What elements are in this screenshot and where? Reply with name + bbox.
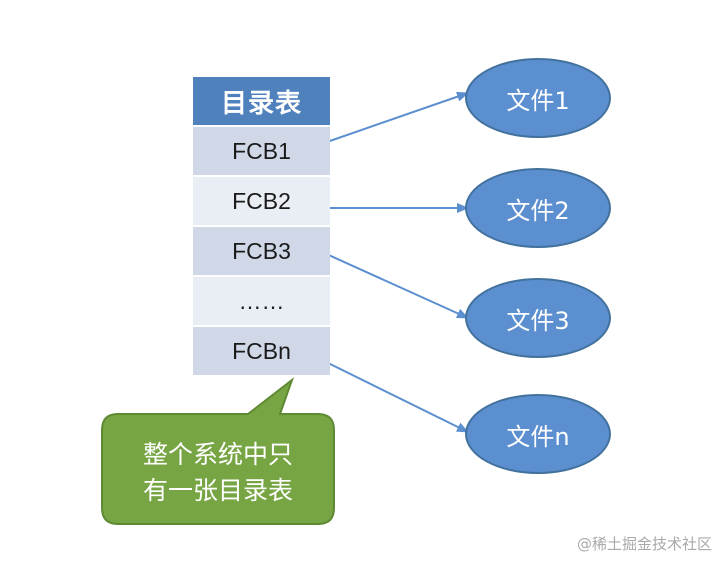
directory-table: 目录表 FCB1 FCB2 FCB3 …… FCBn xyxy=(193,77,330,377)
fcb-row-1: FCB1 xyxy=(193,127,330,177)
file-node-2: 文件2 xyxy=(465,168,611,248)
file-node-n: 文件n xyxy=(465,394,611,474)
callout-text: 整个系统中只 有一张目录表 xyxy=(108,437,328,509)
file-node-1: 文件1 xyxy=(465,58,611,138)
callout-line-2: 有一张目录表 xyxy=(142,476,293,505)
callout-line-1: 整个系统中只 xyxy=(142,440,293,469)
fcb-row-3: FCB3 xyxy=(193,227,330,277)
callout-bubble xyxy=(101,377,335,525)
arrow-fcb3-to-file3 xyxy=(321,251,469,319)
file-node-3: 文件3 xyxy=(465,278,611,358)
directory-table-header: 目录表 xyxy=(193,77,330,127)
fcb-row-2: FCB2 xyxy=(193,177,330,227)
fcb-row-ellipsis: …… xyxy=(193,277,330,327)
arrow-fcbn-to-filen xyxy=(321,359,469,433)
fcb-row-n: FCBn xyxy=(193,327,330,377)
watermark: @稀土掘金技术社区 xyxy=(576,535,712,553)
arrow-fcb1-to-file1 xyxy=(323,91,469,144)
